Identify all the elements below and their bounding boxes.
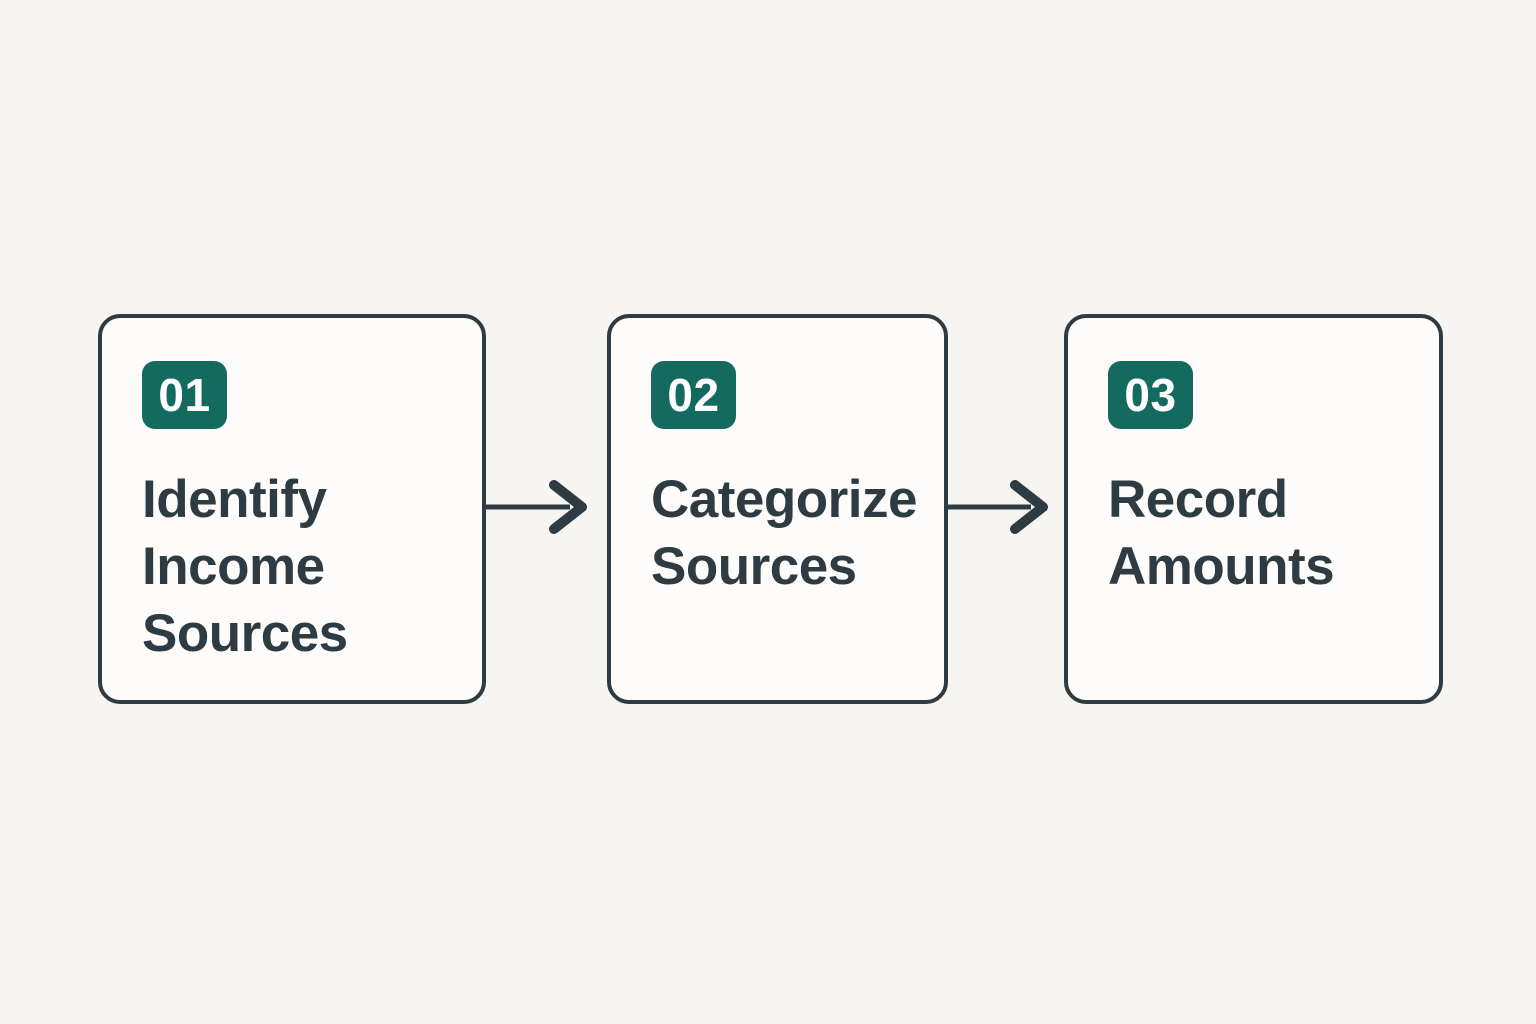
step-card-3: 03 Record Amounts — [1064, 314, 1443, 704]
step-number-badge: 03 — [1108, 361, 1193, 429]
arrow-right-icon — [484, 480, 587, 534]
step-title: Identify Income Sources — [142, 470, 348, 663]
step-number-badge: 02 — [651, 361, 736, 429]
arrow-right-icon — [945, 480, 1048, 534]
step-title: Record Amounts — [1108, 470, 1335, 596]
step-number-badge: 01 — [142, 361, 227, 429]
step-title: Categorize Sources — [651, 470, 917, 596]
step-card-1: 01 Identify Income Sources — [98, 314, 486, 704]
step-card-2: 02 Categorize Sources — [607, 314, 948, 704]
